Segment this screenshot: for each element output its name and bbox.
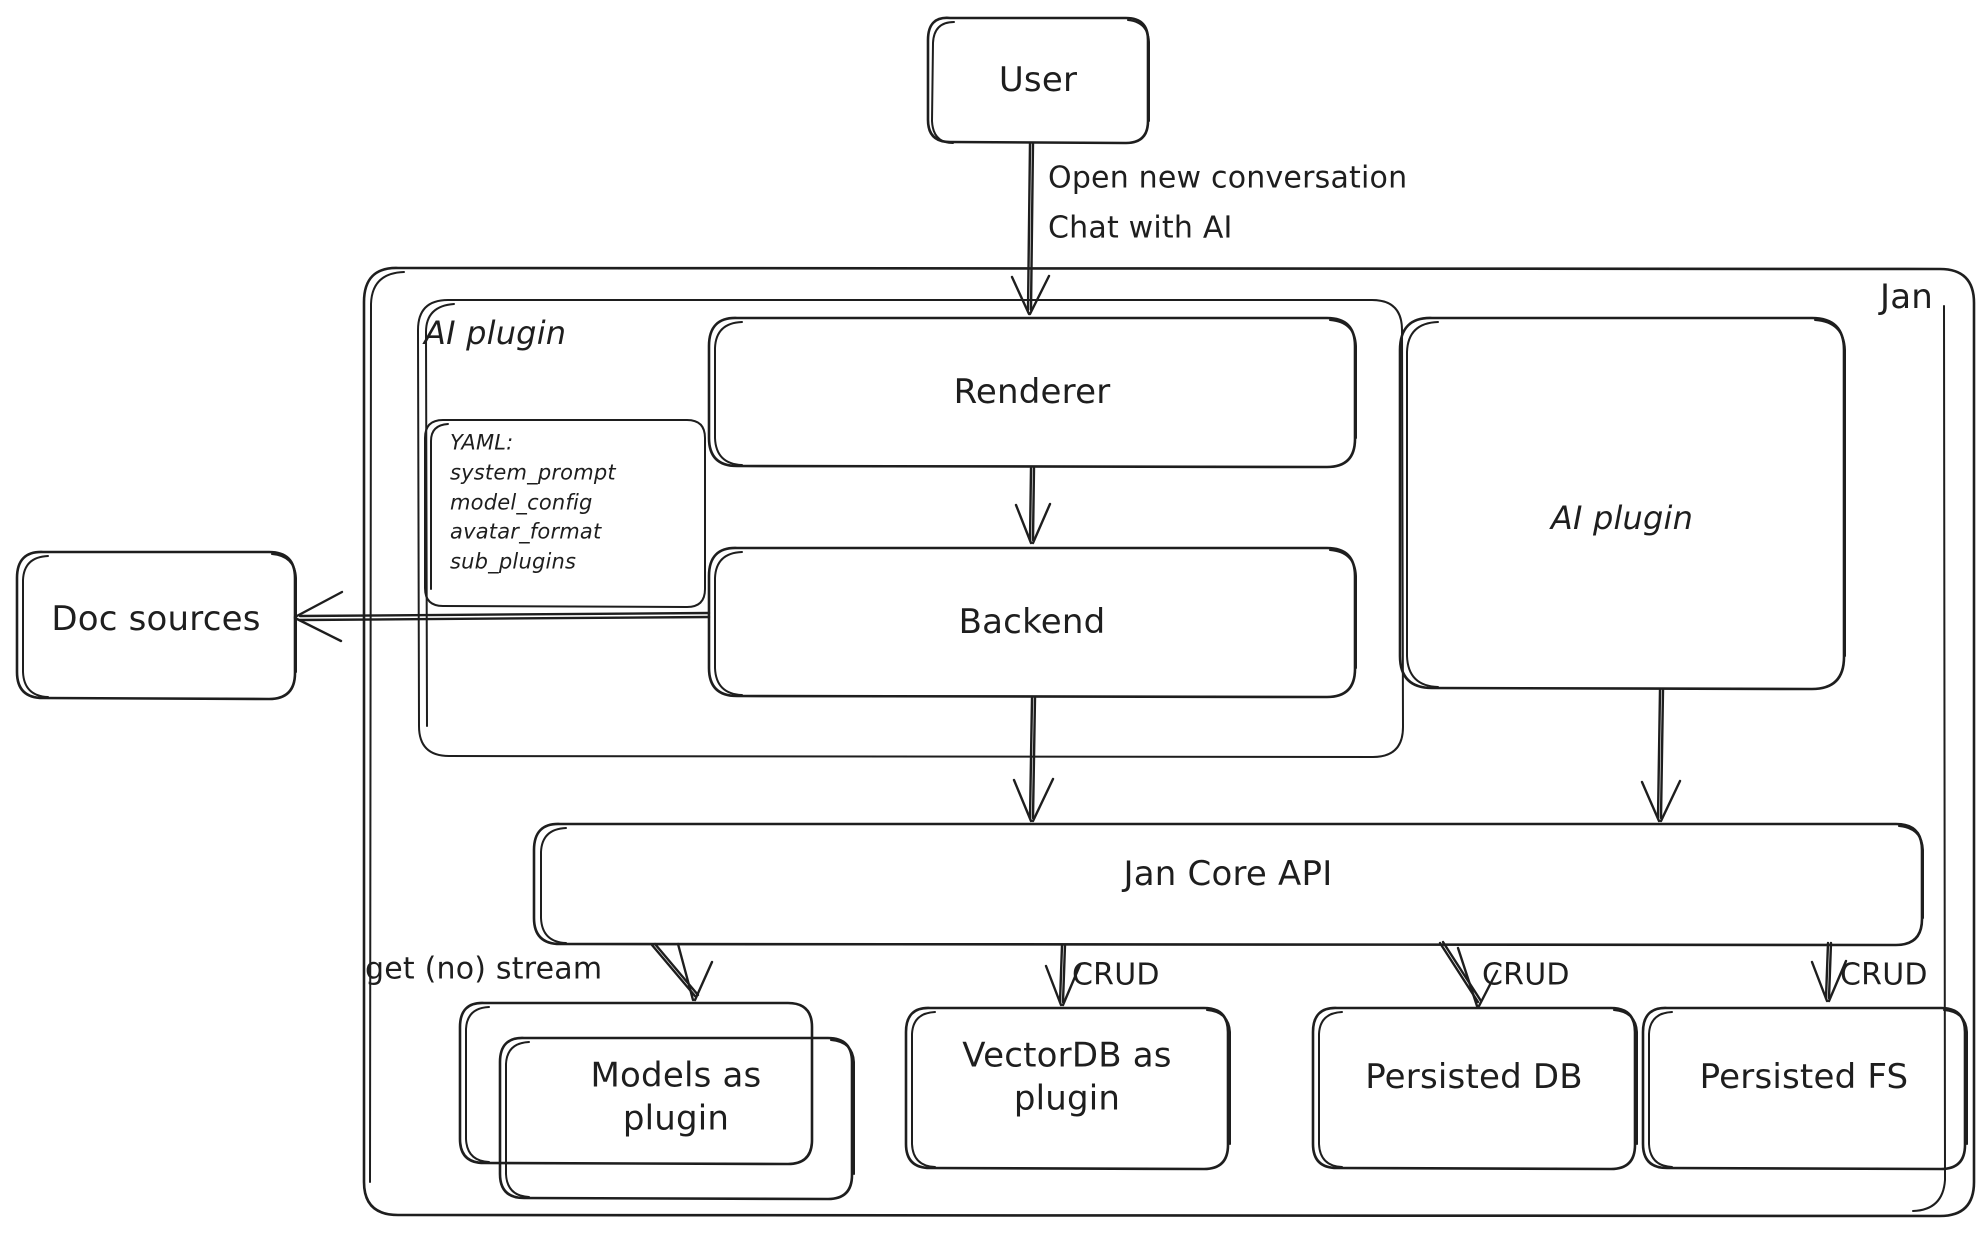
edge-api-to-models: [650, 942, 714, 1002]
node-jan-core-api-shape[interactable]: [532, 822, 1924, 947]
ai-plugin-group-shape[interactable]: [417, 299, 1404, 758]
node-persisted-fs-shape[interactable]: [1641, 1006, 1968, 1171]
edge-api-to-vectordb: [1044, 943, 1082, 1007]
edge-api-to-persisted-fs: [1810, 941, 1848, 1003]
node-ai-plugin-right-shape[interactable]: [1398, 316, 1846, 691]
node-vectordb-as-plugin-shape[interactable]: [904, 1006, 1231, 1171]
node-models-as-plugin-shape[interactable]: [458, 1001, 855, 1201]
jan-container-shape[interactable]: [362, 266, 1976, 1218]
edge-user-to-renderer: [1010, 141, 1051, 316]
edge-renderer-to-backend: [1014, 466, 1052, 545]
node-backend-shape[interactable]: [707, 546, 1357, 699]
node-user-shape[interactable]: [926, 16, 1150, 145]
node-persisted-db-shape[interactable]: [1311, 1006, 1638, 1171]
edge-ai-plugin-to-jan-core-api: [1640, 688, 1682, 823]
edge-backend-to-doc-sources: [293, 590, 711, 643]
node-renderer-shape[interactable]: [707, 316, 1357, 469]
node-doc-sources-shape[interactable]: [15, 550, 297, 701]
yaml-card-shape[interactable]: [424, 419, 706, 608]
edge-backend-to-jan-core-api: [1012, 696, 1055, 823]
edge-api-to-persisted-db: [1438, 940, 1499, 1008]
